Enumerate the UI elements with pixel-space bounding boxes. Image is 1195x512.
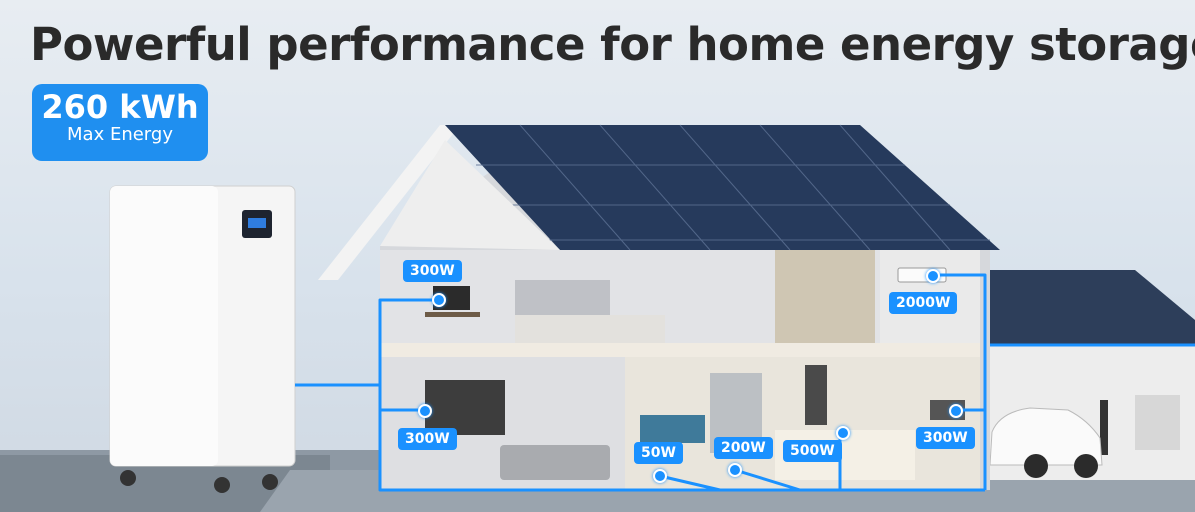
electric-car — [989, 407, 1103, 478]
tv-connection-dot — [418, 404, 432, 418]
fridge-power-label: 200W — [714, 437, 773, 459]
coffee-connection-dot — [836, 426, 850, 440]
monitor-power-label: 300W — [403, 260, 462, 282]
house — [318, 124, 1000, 490]
max-energy-value: 260 kWh — [41, 88, 199, 126]
microwave-connection-dot — [949, 404, 963, 418]
fridge-connection-dot — [728, 463, 742, 477]
aquarium-connection-dot — [653, 469, 667, 483]
page-title: Powerful performance for home energy sto… — [30, 18, 1195, 71]
ac-power-label: 2000W — [889, 292, 958, 314]
ac-connection-dot — [926, 269, 940, 283]
battery-cabinet — [109, 185, 296, 493]
microwave-power-label: 300W — [916, 427, 975, 449]
max-energy-badge: 260 kWh Max Energy — [32, 84, 208, 161]
coffee-machine-power-label: 500W — [783, 440, 842, 462]
aquarium-power-label: 50W — [634, 442, 683, 464]
tv-power-label: 300W — [398, 428, 457, 450]
max-energy-caption: Max Energy — [67, 124, 173, 145]
monitor-connection-dot — [432, 293, 446, 307]
